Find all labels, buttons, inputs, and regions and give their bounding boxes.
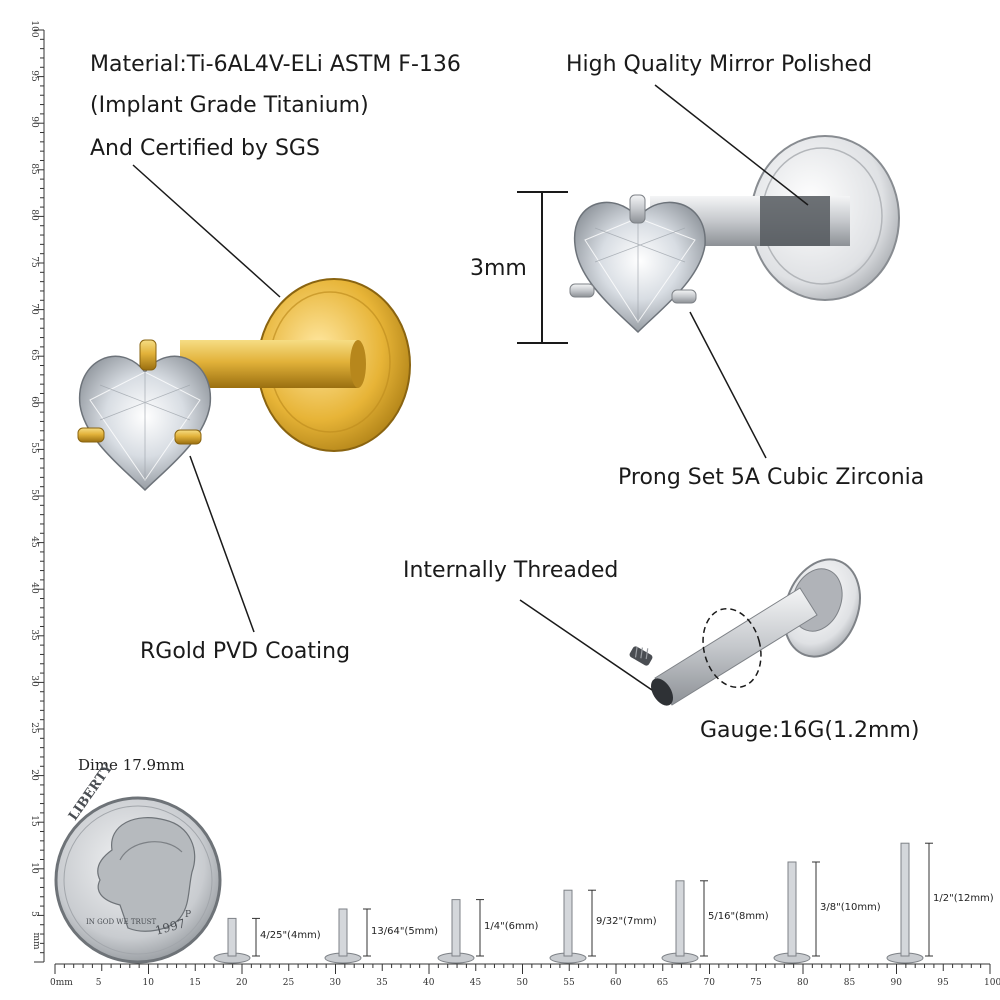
- ruler-bottom-tick-label: 20: [236, 978, 248, 988]
- ruler-bottom-tick-label: 100: [984, 978, 1000, 988]
- size-label: 9/32"(7mm): [596, 916, 657, 928]
- prong-callout: Prong Set 5A Cubic Zirconia: [618, 465, 925, 490]
- ruler-left-tick-label: 10: [29, 862, 39, 874]
- size-samples: [213, 842, 933, 964]
- ruler-left-tick-label: 35: [29, 629, 39, 641]
- ruler-left-tick-label: 50: [29, 489, 39, 501]
- size-sample: [437, 899, 484, 964]
- ruler-left-unit: mm: [31, 932, 41, 950]
- size-label: 1/4"(6mm): [484, 920, 539, 932]
- ruler-bottom-tick-label: 45: [469, 978, 482, 988]
- measurement-rulers: [34, 29, 991, 974]
- ruler-left-tick-label: 75: [29, 256, 39, 268]
- ruler-left-tick-label: 65: [29, 349, 39, 361]
- ruler-left-tick-label: 20: [29, 768, 39, 781]
- material-callout-line1: Material:Ti-6AL4V-ELi ASTM F-136: [90, 52, 461, 77]
- ruler-bottom-tick-label: 85: [843, 978, 856, 988]
- ruler-bottom-tick-label: 55: [563, 978, 575, 988]
- ruler-left-tick-label: 85: [29, 163, 39, 175]
- ruler-left-tick-label: 100: [29, 20, 39, 38]
- dime-label: Dime 17.9mm: [78, 756, 185, 774]
- size-sample: [324, 908, 371, 964]
- height-dimension: [517, 191, 568, 344]
- ruler-left-tick-label: 55: [29, 442, 39, 455]
- ruler-left-tick-label: 95: [29, 69, 39, 82]
- size-sample: [773, 861, 820, 964]
- ruler-bottom-tick-label: 95: [937, 978, 949, 988]
- size-sample: [661, 880, 708, 964]
- ruler-bottom-tick-label: 40: [423, 978, 435, 988]
- ruler-left-tick-label: 90: [29, 116, 39, 128]
- ruler-bottom-tick-label: 75: [750, 978, 762, 988]
- ruler-bottom-tick-label: 70: [703, 978, 715, 988]
- ruler-bottom-tick-label: 80: [797, 978, 809, 988]
- coin-mint-mark: P: [185, 910, 192, 920]
- ruler-bottom-unit: 0mm: [50, 978, 73, 988]
- coating-callout: RGold PVD Coating: [140, 639, 351, 664]
- size-label: 1/2"(12mm): [933, 892, 994, 904]
- ruler-bottom-tick-label: 25: [282, 978, 295, 988]
- ruler-bottom-tick-label: 30: [329, 978, 341, 988]
- size-sample: [886, 842, 933, 964]
- screw-thread: [629, 646, 653, 666]
- ruler-bottom-tick-label: 35: [376, 978, 388, 988]
- ruler-left-tick-label: 30: [29, 675, 39, 688]
- height-callout: 3mm: [470, 256, 527, 281]
- ruler-bottom-tick-label: 10: [142, 978, 154, 988]
- size-label: 5/16"(8mm): [708, 911, 769, 923]
- size-sample: [549, 889, 596, 964]
- ruler-bottom-tick-label: 5: [95, 978, 102, 988]
- ruler-left-tick-label: 15: [29, 815, 39, 827]
- ruler-bottom-tick-label: 60: [610, 978, 622, 988]
- ruler-left-tick-label: 45: [29, 535, 39, 548]
- dime-coin: [54, 796, 222, 964]
- coin-motto-text: IN GOD WE TRUST: [86, 918, 157, 926]
- silver-labret: [569, 135, 900, 334]
- size-label: 3/8"(10mm): [820, 902, 881, 913]
- size-sample: [213, 917, 260, 964]
- threaded-callout: Internally Threaded: [403, 558, 619, 583]
- ruler-bottom-tick-label: 15: [189, 978, 201, 988]
- ruler-left-tick-label: 70: [29, 302, 39, 315]
- ruler-bottom-tick-label: 65: [656, 978, 669, 988]
- ruler-bottom-tick-label: 50: [516, 978, 528, 988]
- ruler-left-tick-label: 80: [29, 209, 39, 222]
- material-callout-line3: And Certified by SGS: [90, 136, 320, 161]
- ruler-bottom-tick-label: 90: [890, 978, 902, 988]
- size-label: 13/64"(5mm): [371, 925, 439, 937]
- gold-labret: [77, 278, 411, 492]
- ruler-left-tick-label: 25: [29, 722, 39, 734]
- threaded-post: [629, 558, 861, 706]
- size-label: 4/25"(4mm): [260, 930, 321, 942]
- ruler-left-tick-label: 5: [29, 911, 39, 918]
- ruler-left-tick-label: 60: [29, 396, 39, 408]
- gauge-callout: Gauge:16G(1.2mm): [700, 718, 920, 743]
- material-callout-line2: (Implant Grade Titanium): [90, 93, 369, 118]
- ruler-left-tick-label: 40: [29, 582, 39, 594]
- leader-lines: [132, 84, 809, 691]
- mirror-callout: High Quality Mirror Polished: [566, 52, 873, 77]
